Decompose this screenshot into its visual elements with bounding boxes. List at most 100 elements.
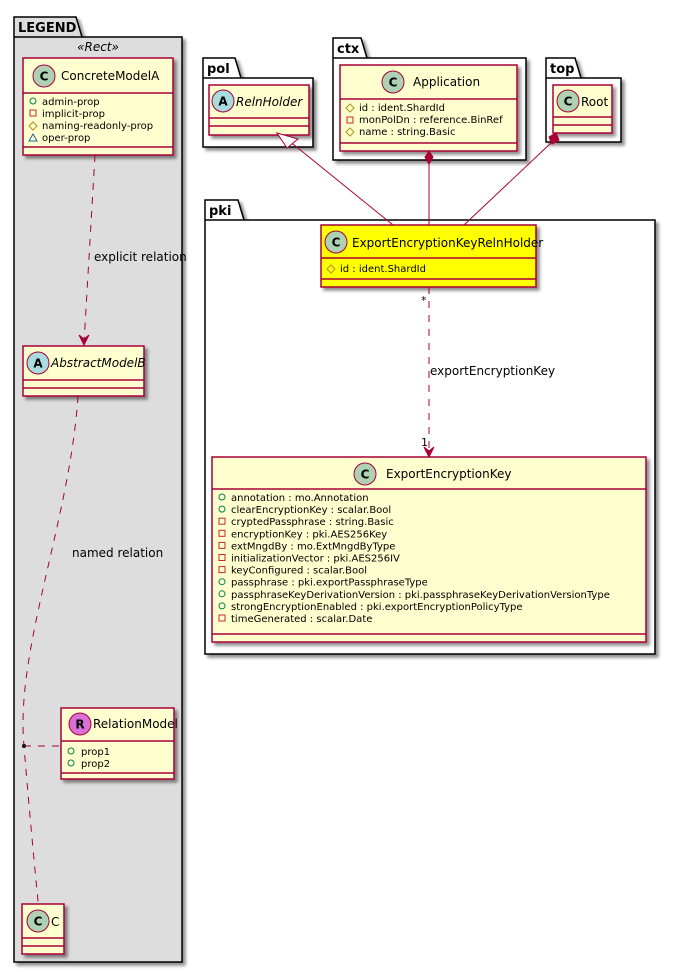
attribute: initializationVector : pki.AES256IV: [231, 554, 400, 565]
class-name: Root: [581, 95, 608, 109]
attribute: passphraseKeyDerivationVersion : pki.pas…: [231, 590, 610, 601]
class-export-encryption-key-reln-holder[interactable]: C ExportEncryptionKeyRelnHolder id : ide…: [320, 224, 543, 288]
private-visibility-icon: [346, 116, 354, 124]
class-badge-icon: [324, 230, 348, 254]
class-abstract-model-b[interactable]: A AbstractModelB: [22, 345, 146, 397]
relation-badge-icon: [68, 712, 92, 736]
abstract-badge-icon: [211, 89, 235, 113]
composition-diamond-icon: [424, 150, 434, 166]
attribute: keyConfigured : scalar.Bool: [231, 566, 367, 577]
relation-label: explicit relation: [94, 250, 187, 264]
attribute: clearEncryptionKey : scalar.Bool: [231, 505, 391, 516]
class-badge-icon: [32, 64, 56, 88]
composition-diamond-icon: [548, 132, 560, 145]
class-name: RelnHolder: [236, 95, 303, 109]
attribute: oper-prop: [42, 133, 90, 144]
private-visibility-icon: [218, 614, 226, 622]
package-pki-name: pki: [209, 204, 231, 219]
relation-generalization-reln-holder[interactable]: [275, 132, 394, 226]
protected-visibility-icon: [28, 121, 38, 131]
attribute: prop1: [81, 747, 110, 758]
class-concrete-model-a[interactable]: C ConcreteModelA admin-prop implicit-pro…: [22, 57, 174, 156]
class-c[interactable]: C C: [21, 903, 65, 955]
class-name: ConcreteModelA: [61, 69, 160, 83]
source-multiplicity: *: [421, 294, 427, 307]
class-badge-letter: C: [361, 468, 370, 482]
public-visibility-icon: [218, 578, 226, 586]
package-legend-stereotype: «Rect»: [77, 40, 119, 54]
protected-visibility-icon: [345, 103, 355, 113]
attribute-list: annotation : mo.AnnotationclearEncryptio…: [218, 493, 610, 625]
class-badge-icon: [353, 462, 377, 486]
attribute: annotation : mo.Annotation: [231, 493, 369, 504]
package-top-name: top: [550, 62, 574, 77]
class-badge-letter: C: [389, 76, 398, 90]
package-ctx-name: ctx: [337, 42, 360, 57]
package-visibility-icon: [28, 132, 38, 142]
relation-composition-application[interactable]: [424, 150, 434, 225]
class-badge-letter: C: [34, 915, 43, 929]
class-application[interactable]: C Application id : ident.ShardId monPolD…: [339, 64, 518, 152]
public-visibility-icon: [218, 493, 226, 501]
class-name: AbstractModelB: [50, 356, 146, 370]
attribute: timeGenerated : scalar.Date: [231, 614, 372, 625]
protected-visibility-icon: [345, 127, 355, 137]
public-visibility-icon: [218, 590, 226, 598]
class-name: RelationModel: [93, 717, 178, 731]
class-badge-letter: A: [218, 95, 228, 109]
relation-explicit[interactable]: explicit relation: [78, 154, 187, 347]
public-visibility-icon: [218, 505, 226, 513]
attribute: name : string.Basic: [359, 127, 455, 138]
attribute-list: admin-prop implicit-prop naming-readonly…: [28, 97, 153, 144]
class-badge-icon: [556, 89, 580, 113]
relation-composition-root[interactable]: [463, 132, 560, 226]
attribute: strongEncryptionEnabled : pki.exportEncr…: [231, 602, 523, 613]
attribute: id : ident.ShardId: [340, 264, 426, 275]
relation-export-encryption-key[interactable]: * 1 exportEncryptionKey: [421, 287, 555, 459]
public-visibility-icon: [67, 759, 75, 767]
attribute: naming-readonly-prop: [42, 121, 153, 132]
class-root[interactable]: C Root: [552, 84, 613, 134]
attribute: cryptedPassphrase : string.Basic: [231, 517, 394, 528]
class-badge-letter: C: [40, 70, 49, 84]
package-pol-name: pol: [207, 62, 230, 77]
private-visibility-icon: [218, 517, 226, 525]
inheritance-arrow-icon: [275, 132, 300, 149]
relation-label: named relation: [72, 546, 163, 560]
private-visibility-icon: [218, 566, 226, 574]
package-legend[interactable]: LEGEND «Rect»: [13, 16, 183, 963]
class-export-encryption-key[interactable]: C ExportEncryptionKey annotation : mo.An…: [211, 456, 647, 643]
class-reln-holder[interactable]: A RelnHolder: [208, 84, 310, 136]
attribute: extMngdBy : mo.ExtMngdByType: [231, 541, 395, 552]
protected-visibility-icon: [326, 264, 336, 274]
public-visibility-icon: [67, 747, 75, 755]
class-badge-letter: R: [75, 718, 84, 732]
private-visibility-icon: [218, 541, 226, 549]
private-visibility-icon: [29, 109, 37, 117]
package-legend-name: LEGEND: [18, 21, 77, 36]
class-badge-icon: [381, 70, 405, 94]
class-badge-letter: C: [332, 236, 341, 250]
class-name: C: [51, 915, 59, 929]
arrowhead-icon: [423, 446, 435, 459]
abstract-badge-icon: [26, 351, 50, 375]
private-visibility-icon: [218, 529, 226, 537]
class-name: ExportEncryptionKeyRelnHolder: [352, 236, 543, 250]
class-badge-letter: A: [33, 357, 43, 371]
attribute: passphrase : pki.exportPassphraseType: [231, 578, 428, 589]
attribute: implicit-prop: [42, 109, 105, 120]
attribute: monPolDn : reference.BinRef: [359, 115, 503, 126]
arrowhead-icon: [78, 334, 90, 347]
attribute: admin-prop: [42, 97, 100, 108]
class-relation-model[interactable]: R RelationModel prop1 prop2: [60, 707, 178, 780]
class-badge-letter: C: [564, 95, 573, 109]
attribute: id : ident.ShardId: [359, 103, 445, 114]
attribute: encryptionKey : pki.AES256Key: [231, 529, 387, 540]
target-multiplicity: 1: [421, 436, 428, 449]
public-visibility-icon: [29, 97, 37, 105]
relation-label: exportEncryptionKey: [430, 364, 555, 378]
attribute: prop2: [81, 759, 110, 770]
class-name: Application: [413, 75, 480, 89]
public-visibility-icon: [218, 602, 226, 610]
